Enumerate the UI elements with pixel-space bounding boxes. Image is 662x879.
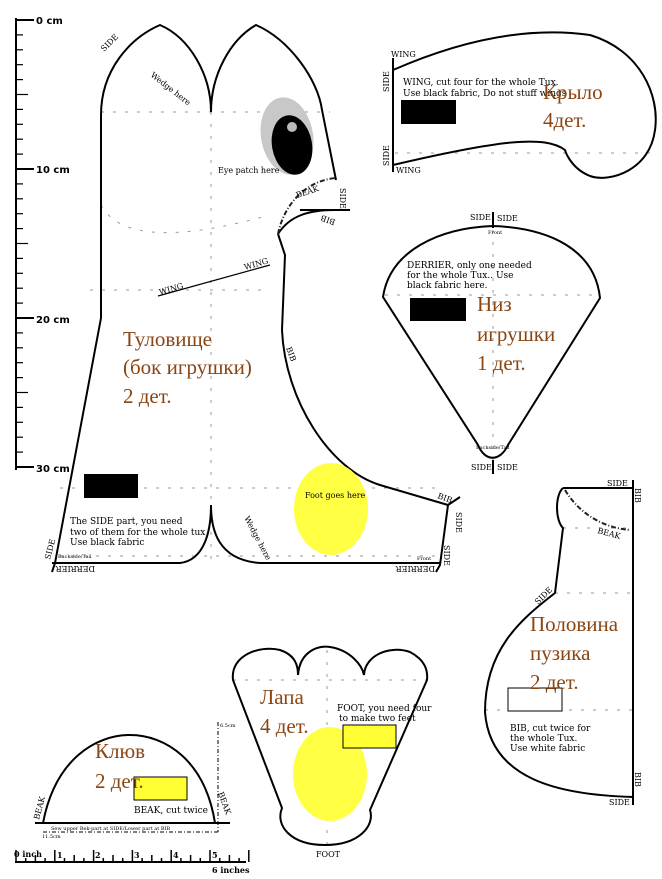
body-note: The SIDE part, you need	[70, 517, 183, 527]
side-label: SIDE	[442, 545, 451, 566]
wing-note: Use black fabric, Do not stuff wings	[403, 89, 567, 99]
bib-label: BIB	[633, 488, 642, 503]
side-label: SIDE	[382, 145, 391, 166]
derrier-note: for the whole Tux.. Use	[407, 271, 513, 281]
cm-ruler: 0 cm 10 cm 20 cm 30 cm	[15, 16, 70, 475]
inch-label: 2	[95, 850, 101, 860]
wing-label: WING	[158, 281, 184, 296]
beak-note: BEAK, cut twice	[134, 806, 208, 816]
eye-patch-label: Eye patch here	[218, 166, 280, 175]
inch-label: 3	[134, 850, 140, 860]
bib-label: BIB	[633, 772, 642, 787]
foot-label: FOOT	[316, 850, 341, 859]
wing-label: WING	[396, 166, 421, 175]
derrier-label: DERRIER	[395, 564, 435, 573]
wing-ru-1: Крыло	[543, 80, 603, 104]
body-note: Use black fabric	[70, 538, 144, 548]
beak-label: BEAK	[295, 184, 321, 200]
backside-label: Backside/Tail	[58, 554, 92, 560]
side-label: SIDE	[454, 512, 463, 533]
beak-ru-2: 2 дет.	[95, 769, 144, 793]
foot-placement	[294, 463, 368, 555]
side-label: SIDE	[497, 214, 518, 223]
bib-ru-1: Половина	[530, 612, 619, 636]
side-label: SIDE	[497, 463, 518, 472]
inch-label: 5	[212, 850, 218, 860]
sew-note: Sew upper Bek-part at SIDE/Lower part at…	[51, 826, 171, 832]
wing-ru-2: 4дет.	[543, 108, 586, 132]
beak-piece: Клюв 2 дет. BEAK, cut twice BEAK BEAK Se…	[32, 722, 236, 840]
bib-note: BIB, cut twice for	[510, 724, 591, 734]
body-piece: Туловище (бок игрушки) 2 дет. SIDE Wedge…	[43, 23, 463, 573]
body-note: two of them for the whole tux	[70, 528, 205, 538]
side-label: SIDE	[338, 188, 347, 209]
dimension-label: 11.5cm	[42, 834, 61, 840]
inch-ruler: 0 inch 1 2 3 4 5 6 inches	[14, 849, 250, 875]
yellow-swatch	[133, 776, 188, 801]
cm-label-30: 30 cm	[36, 464, 70, 475]
beak-ru-1: Клюв	[95, 739, 145, 763]
side-label: SIDE	[470, 213, 491, 222]
derrier-ru-2: игрушки	[477, 322, 555, 346]
side-label: SIDE	[607, 479, 628, 488]
black-swatch	[84, 474, 138, 498]
side-label: SIDE	[99, 32, 120, 53]
side-label: SIDE	[471, 463, 492, 472]
foot-label: Foot goes here	[305, 491, 366, 500]
front-label: Front	[488, 230, 502, 236]
wing-label: WING	[243, 256, 269, 271]
foot-note: to make two feet	[339, 714, 416, 724]
backside-label: Backside/Tail	[476, 445, 510, 451]
wedge-label: Wedge here	[242, 515, 273, 562]
inch-label: 1	[57, 850, 63, 860]
cm-label-10: 10 cm	[36, 165, 70, 176]
body-ru-1: Туловище	[123, 327, 212, 351]
derrier-label: DERRIER	[55, 564, 95, 573]
cm-label-20: 20 cm	[36, 315, 70, 326]
side-label: SIDE	[609, 798, 630, 807]
foot-ru-1: Лапа	[260, 685, 305, 709]
wing-note: WING, cut four for the whole Tux.	[403, 78, 559, 88]
body-ru-2: (бок игрушки)	[123, 355, 252, 379]
bib-label: BIB	[319, 213, 336, 227]
inch-label: 0 inch	[14, 849, 42, 859]
inch-label: 4	[173, 850, 179, 860]
inch-label: 6 inches	[212, 865, 250, 875]
yellow-swatch	[342, 724, 397, 749]
foot-ru-2: 4 дет.	[260, 714, 309, 738]
black-swatch	[410, 298, 466, 321]
wing-piece: WING WING SIDE SIDE WING, cut four for t…	[382, 31, 657, 179]
bib-piece: SIDE BIB BEAK SIDE Половина пузика 2 дет…	[483, 479, 642, 807]
bib-ru-3: 2 дет.	[530, 670, 579, 694]
white-swatch	[507, 687, 563, 712]
foot-note: FOOT, you need four	[337, 704, 432, 714]
wedge-label: Wedge here	[149, 70, 193, 107]
dimension-label: 6.5cm	[220, 723, 236, 729]
bib-ru-2: пузика	[530, 641, 591, 665]
wing-label: WING	[391, 50, 416, 59]
eye-shape	[271, 115, 313, 175]
derrier-ru-3: 1 дет.	[477, 351, 526, 375]
body-ru-3: 2 дет.	[123, 384, 172, 408]
front-label: Front	[417, 556, 431, 562]
foot-piece: Лапа 4 дет. FOOT, you need four to make …	[231, 645, 432, 859]
bib-note: Use white fabric	[510, 744, 585, 754]
cm-label-0: 0 cm	[36, 16, 63, 27]
black-swatch	[401, 100, 456, 124]
derrier-note: black fabric here.	[407, 281, 488, 291]
derrier-note: DERRIER, only one needed	[407, 261, 532, 271]
beak-label: BEAK	[216, 791, 233, 817]
foot-yellow	[293, 727, 367, 821]
side-label: SIDE	[382, 71, 391, 92]
bib-note: the whole Tux.	[510, 734, 577, 744]
derrier-ru-1: Низ	[477, 292, 512, 316]
derrier-piece: SIDE SIDE Front DERRIER, only one needed…	[381, 212, 602, 474]
